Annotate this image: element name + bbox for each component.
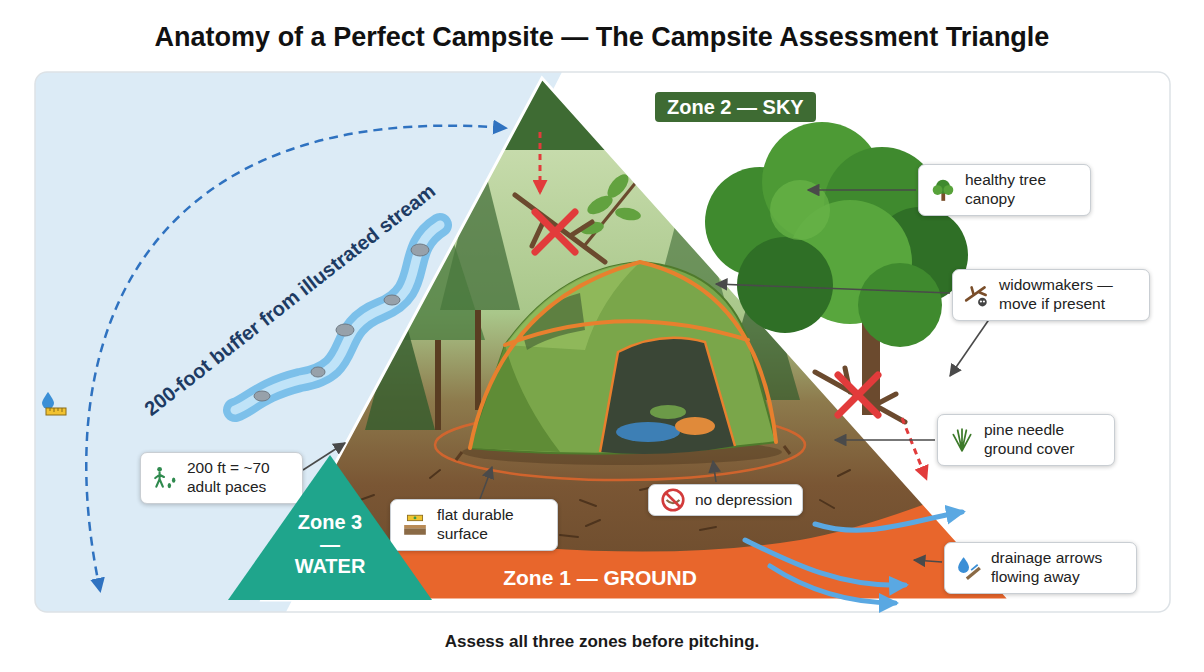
callout-icon — [956, 555, 982, 581]
rock — [336, 324, 354, 336]
ruler-icon — [42, 392, 66, 415]
icon-part — [168, 483, 171, 488]
callout-icon — [402, 512, 428, 538]
canopy-part — [858, 263, 942, 347]
icon-part — [404, 528, 426, 535]
callout-icon — [660, 487, 686, 513]
callout-box: 200 ft = ~70 adult paces — [140, 452, 303, 503]
node-text: no depression — [695, 491, 792, 510]
icon-part — [663, 490, 684, 511]
ruler — [46, 408, 66, 415]
callout-box: widowmakers — move if present — [952, 269, 1150, 320]
callout-box: drainage arrows flowing away — [944, 542, 1137, 593]
icon-part — [953, 429, 970, 451]
icon-part — [414, 517, 417, 520]
fallen-branch — [815, 368, 905, 422]
leader-line — [950, 318, 990, 376]
diagram-caption: Assess all three zones before pitching. — [445, 632, 760, 652]
icon-part — [971, 565, 978, 570]
icon-part — [983, 300, 985, 302]
node-text: healthy tree canopy — [965, 171, 1080, 208]
callout-box: no depression — [648, 484, 803, 517]
rock — [384, 295, 400, 305]
tent-poles — [470, 262, 776, 448]
node-text: drainage arrows flowing away — [991, 549, 1126, 586]
hazard-x — [838, 375, 878, 415]
pine-tree — [365, 300, 435, 430]
node-text: 200 ft = ~70 adult paces — [187, 459, 292, 496]
arc-label: 200-foot buffer from illustrated stream — [140, 179, 440, 420]
icon-part — [944, 185, 954, 195]
drainage-arrow — [770, 566, 895, 603]
diagram-title: Anatomy of a Perfect Campsite — The Camp… — [155, 22, 1050, 53]
leader-lines — [303, 190, 990, 562]
icon-part — [978, 298, 987, 307]
falling-arrow — [539, 132, 542, 192]
callout-box: pine needle ground cover — [937, 414, 1115, 465]
node-text: Zone 2 — SKY — [667, 95, 804, 119]
tent-stakes — [456, 446, 790, 460]
callout-icon — [152, 465, 178, 491]
rock — [411, 244, 429, 256]
rock — [311, 367, 325, 377]
leader-line — [835, 439, 935, 441]
callout-icon — [930, 177, 956, 203]
leader-line — [716, 284, 950, 293]
zone-triangle: Zone 3 — WATER — [228, 455, 432, 600]
node-text: flat durable surface — [437, 506, 547, 543]
zone-fill — [228, 455, 432, 600]
icon-part — [933, 185, 943, 195]
sky-apex — [503, 78, 607, 150]
zone-band: Zone 1 — GROUND — [503, 566, 697, 590]
tent-body — [470, 262, 776, 454]
drainage-arrow — [815, 512, 962, 530]
callout-icon — [949, 427, 975, 453]
panel-border — [35, 72, 1170, 612]
icon-part — [157, 467, 162, 472]
ruler-ticks — [50, 408, 62, 412]
icon-part — [172, 478, 175, 483]
node-text: widowmakers — move if present — [999, 276, 1139, 313]
drainage-arrow — [745, 540, 905, 585]
callout-box: healthy tree canopy — [918, 164, 1091, 215]
canopy-highlight — [770, 180, 830, 240]
icon-part — [407, 515, 422, 520]
node-text: Zone 3 — WATER — [290, 511, 370, 577]
water-drop — [42, 392, 54, 409]
icon-part — [666, 493, 680, 507]
rock — [254, 391, 270, 401]
leaf — [614, 206, 642, 222]
icon-part — [958, 557, 969, 573]
falling-arrow — [902, 418, 926, 478]
leader-line — [480, 467, 492, 499]
dead-branch — [515, 195, 605, 262]
node-text: Zone 1 — GROUND — [503, 566, 697, 590]
icon-part — [404, 525, 426, 528]
hazard-x — [535, 212, 575, 252]
leader-line — [713, 461, 716, 482]
tent-illustration — [435, 262, 805, 480]
icon-part — [980, 300, 982, 302]
tent-door — [600, 338, 735, 454]
callout-icon — [964, 282, 990, 308]
leader-line — [914, 560, 942, 562]
sleeping-bag — [675, 417, 715, 435]
pack — [650, 405, 686, 419]
tree-canopy — [705, 122, 968, 347]
node-text: pine needle ground cover — [984, 421, 1104, 458]
icon-part — [967, 568, 980, 579]
icon-part — [155, 473, 164, 487]
callout-box: flat durable surface — [390, 499, 558, 550]
zone-label: Zone 2 — SKY — [655, 92, 816, 122]
leader-line — [808, 189, 916, 191]
door-trim — [600, 338, 735, 452]
panel — [35, 72, 1170, 612]
sleeping-pad — [616, 422, 680, 442]
